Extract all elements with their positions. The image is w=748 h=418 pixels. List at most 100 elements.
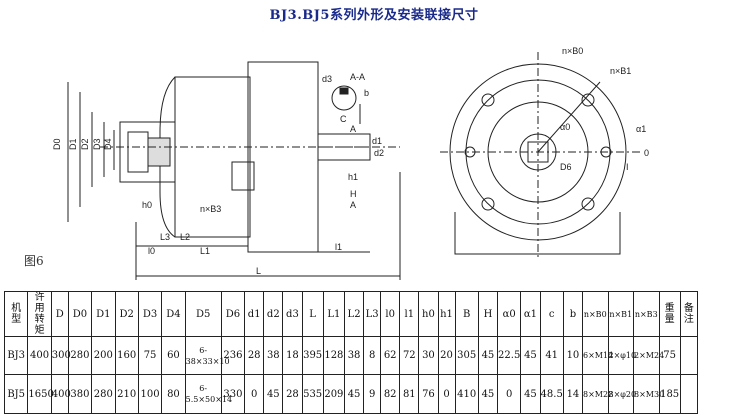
table-cell: 535 xyxy=(301,374,324,414)
table-cell: 14 xyxy=(562,374,584,414)
table-cell: 280 xyxy=(91,374,116,414)
table-cell: 209 xyxy=(322,374,346,414)
hub-inner xyxy=(127,131,149,173)
table-header-cell: h1 xyxy=(437,291,456,337)
table-header-cell: L2 xyxy=(343,291,365,337)
table-header-cell: d2 xyxy=(263,291,284,337)
table-header-cell: L1 xyxy=(322,291,346,337)
mount-foot xyxy=(231,161,255,191)
table-header-cell: n×B0 xyxy=(582,291,609,337)
table-cell: 48.5 xyxy=(539,374,564,414)
table-row: BJ3 400 300 280 200 160 75 60 6-38×33×10… xyxy=(3,336,699,375)
label-A-bot: A xyxy=(350,200,356,210)
table-cell: 8×φ20 xyxy=(607,374,636,414)
table-cell: 8 xyxy=(363,336,382,375)
spec-table: 机型 许用转矩 D D0 D1 D2 D3 D4 D5 D6 d1 d2 d3 … xyxy=(3,291,699,414)
table-cell: 160 xyxy=(114,336,139,375)
table-cell: 80 xyxy=(161,374,186,414)
page-title: BJ3.BJ5系列外形及安装联接尺寸 xyxy=(269,8,479,23)
table-header-cell: D6 xyxy=(220,291,246,337)
label-I: I xyxy=(626,162,629,172)
table-cell: 380 xyxy=(67,374,93,414)
table-cell: 330 xyxy=(220,374,246,414)
table-header-cell: l1 xyxy=(399,291,420,337)
table-cell: BJ3 xyxy=(3,336,29,375)
table-cell: 22.5 xyxy=(496,336,522,375)
label-H: H xyxy=(350,189,357,199)
table-cell: 45 xyxy=(263,374,284,414)
table-cell: 128 xyxy=(322,336,346,375)
table-cell: 2×φ10 xyxy=(607,336,636,375)
label-alpha0: α0 xyxy=(560,122,570,132)
table-cell: 28 xyxy=(244,336,265,375)
label-b: b xyxy=(364,88,369,98)
label-D3: D3 xyxy=(92,138,102,150)
table-cell: 400 xyxy=(50,374,71,414)
table-header-cell: D2 xyxy=(114,291,139,337)
label-d2: d2 xyxy=(374,148,384,158)
table-cell: 8×M30 xyxy=(633,374,664,414)
label-D1: D1 xyxy=(68,138,78,150)
label-AA: A-A xyxy=(350,72,365,82)
table-header-cell: d3 xyxy=(282,291,303,337)
label-L2: L2 xyxy=(180,232,190,242)
table-cell: 38 xyxy=(263,336,284,375)
table-cell: 0 xyxy=(244,374,265,414)
table-header-cell: d1 xyxy=(244,291,265,337)
table-header-cell: B xyxy=(454,291,479,337)
label-D2: D2 xyxy=(80,138,90,150)
table-cell: 45 xyxy=(477,336,499,375)
label-h0: h0 xyxy=(142,200,152,210)
label-nB1: n×B1 xyxy=(610,66,631,76)
table-cell: 28 xyxy=(282,374,303,414)
section-circle xyxy=(331,85,357,111)
table-cell: 0 xyxy=(437,374,456,414)
hub-left xyxy=(119,121,176,183)
table-header-cell: 重量 xyxy=(658,291,681,337)
front-base xyxy=(454,212,621,255)
table-header-cell: 备注 xyxy=(679,291,699,337)
table-cell: 280 xyxy=(67,336,93,375)
label-nB3: n×B3 xyxy=(200,204,221,214)
table-cell: 45 xyxy=(477,374,499,414)
label-nB0: n×B0 xyxy=(562,46,583,56)
table-header-cell: l0 xyxy=(380,291,401,337)
table-cell: 30 xyxy=(418,336,439,375)
table-header-cell: D3 xyxy=(137,291,163,337)
label-D6: D6 xyxy=(560,162,572,172)
table-header-cell: h0 xyxy=(418,291,439,337)
table-cell: 8×M22 xyxy=(582,374,613,414)
table-row: BJ5 1650 400 380 280 210 100 80 6-5.5×50… xyxy=(3,374,699,414)
table-cell: 9 xyxy=(363,374,382,414)
table-header-cell: c xyxy=(539,291,564,337)
label-l0: l0 xyxy=(148,246,155,256)
table-cell: 210 xyxy=(114,374,139,414)
label-D4: D4 xyxy=(103,138,113,150)
table-cell: 200 xyxy=(91,336,116,375)
table-cell: 81 xyxy=(399,374,420,414)
table-header-cell: D4 xyxy=(161,291,186,337)
table-cell: 300 xyxy=(50,336,71,375)
label-A-top: A xyxy=(350,124,356,134)
table-header-cell: L xyxy=(301,291,324,337)
table-cell: 305 xyxy=(454,336,479,375)
table-cell: 395 xyxy=(301,336,324,375)
label-l1: l1 xyxy=(335,242,342,252)
table-cell: 1650 xyxy=(27,374,54,414)
label-d3: d3 xyxy=(322,74,332,84)
table-cell: 6-5.5×50×14 xyxy=(184,374,232,414)
label-L: L xyxy=(256,266,261,276)
table-cell: BJ5 xyxy=(3,374,29,414)
table-header-cell: D1 xyxy=(91,291,116,337)
table-cell: 18 xyxy=(282,336,303,375)
table-cell: 6-38×33×10 xyxy=(184,336,230,375)
table-header-row: 机型 许用转矩 D D0 D1 D2 D3 D4 D5 D6 d1 d2 d3 … xyxy=(3,291,699,337)
table-cell: 45 xyxy=(520,336,541,375)
table-cell: 41 xyxy=(539,336,564,375)
table-cell: 76 xyxy=(418,374,439,414)
table-cell: 45 xyxy=(343,374,365,414)
label-D0: D0 xyxy=(52,138,62,150)
table-cell: 10 xyxy=(562,336,584,375)
table-cell: 0 xyxy=(496,374,522,414)
table-cell: 20 xyxy=(437,336,456,375)
